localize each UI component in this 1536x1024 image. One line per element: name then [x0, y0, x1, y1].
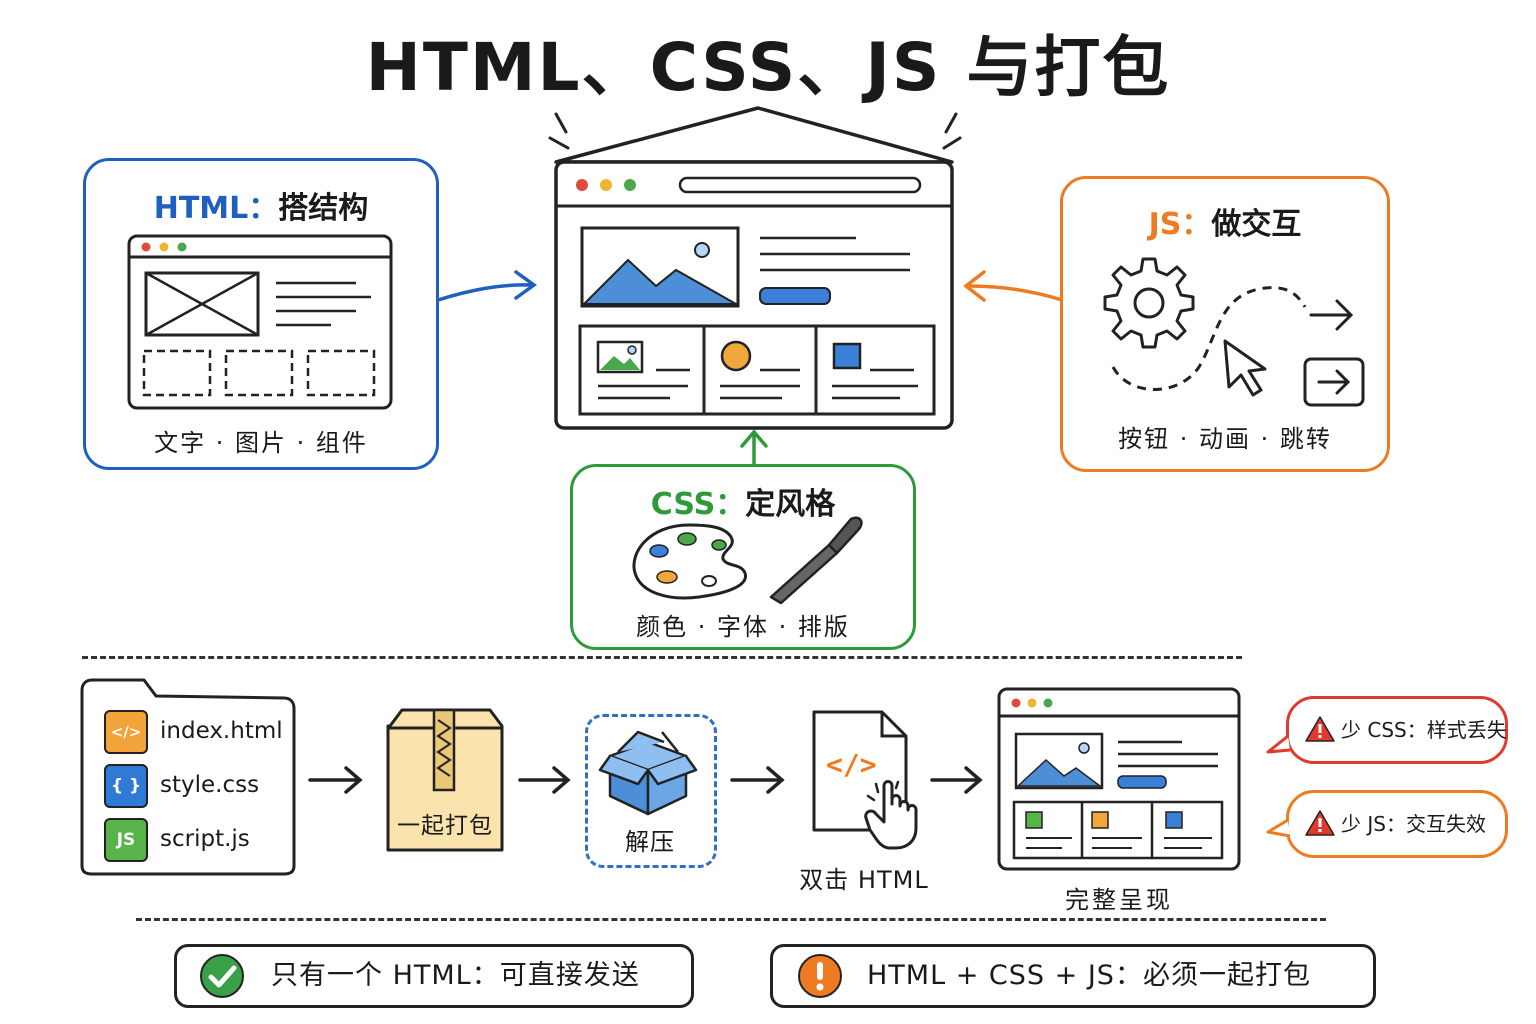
- warning-icon: [1305, 810, 1335, 836]
- complete-label: 完整呈现: [1065, 886, 1173, 914]
- js-panel: JS：做交互 按钮 · 动画 · 跳转: [1060, 176, 1390, 472]
- bundle-text: HTML + CSS + JS：必须一起打包: [867, 960, 1311, 991]
- unzip-frame: [585, 714, 717, 868]
- single-html-note: 只有一个 HTML：可直接发送: [174, 944, 694, 1008]
- wireframe-icon: [127, 234, 393, 410]
- css-panel-title: CSS：定风格: [650, 487, 836, 522]
- html-desc: 搭结构: [278, 191, 369, 226]
- section-divider: [136, 918, 1326, 921]
- section-divider: [82, 656, 1242, 659]
- css-panel: CSS：定风格 颜色 · 字体 · 排版: [570, 464, 916, 650]
- warning-text-css: 少 CSS：样式丢失: [1341, 718, 1507, 742]
- html-file-icon: </>: [104, 710, 148, 754]
- unzip-label: 解压: [625, 828, 675, 856]
- file-name-style-css: style.css: [160, 772, 260, 798]
- file-name-index-html: index.html: [160, 718, 283, 744]
- file-name-script-js: script.js: [160, 826, 250, 852]
- css-file-icon: { }: [104, 764, 148, 808]
- pointing-hand-icon: [864, 780, 918, 850]
- open-box-icon: [598, 730, 698, 816]
- html-file-click-icon: </>: [812, 710, 918, 850]
- package-box-icon: [386, 708, 504, 852]
- js-tag: JS: [1148, 207, 1182, 242]
- pack-label: 一起打包: [397, 813, 493, 839]
- single-html-text: 只有一个 HTML：可直接发送: [271, 960, 640, 991]
- browser-window-icon: [548, 106, 962, 430]
- warning-bubble-css: 少 CSS：样式丢失: [1286, 696, 1508, 764]
- bubble-tail: [1266, 818, 1291, 838]
- warning-bubble-js: 少 JS：交互失效: [1286, 790, 1508, 858]
- html-panel: HTML：搭结构 文字 · 图片 · 组件: [83, 158, 439, 470]
- warning-icon: [1305, 716, 1335, 742]
- svg-text:</>: </>: [826, 748, 877, 781]
- bundle-note: HTML + CSS + JS：必须一起打包: [770, 944, 1376, 1008]
- cursor-icon: [1223, 339, 1267, 397]
- js-panel-footer: 按钮 · 动画 · 跳转: [1118, 425, 1332, 453]
- js-desc: 做交互: [1211, 207, 1302, 242]
- html-tag: HTML: [153, 191, 249, 226]
- page-title: HTML、CSS、JS 与打包: [365, 29, 1171, 106]
- interaction-icons: [1103, 257, 1365, 407]
- js-panel-title: JS：做交互: [1148, 207, 1302, 242]
- redirect-icon: [1303, 357, 1365, 407]
- bubble-tail: [1266, 734, 1291, 754]
- css-desc: 定风格: [745, 487, 836, 522]
- warning-text-js: 少 JS：交互失效: [1341, 812, 1486, 836]
- brush-icon: [769, 516, 863, 605]
- css-panel-footer: 颜色 · 字体 · 排版: [636, 613, 850, 641]
- complete-page-icon: [997, 687, 1241, 871]
- gear-icon: [1103, 257, 1195, 349]
- html-panel-title: HTML：搭结构: [153, 191, 369, 226]
- palette-icon: [632, 523, 747, 600]
- exclamation-icon: [798, 954, 842, 998]
- check-icon: [200, 954, 244, 998]
- html-panel-footer: 文字 · 图片 · 组件: [154, 429, 368, 457]
- double-click-label: 双击 HTML: [799, 866, 929, 894]
- palette-brush-icon: [632, 516, 863, 605]
- js-file-icon: JS: [104, 818, 148, 862]
- css-tag: CSS: [650, 487, 716, 522]
